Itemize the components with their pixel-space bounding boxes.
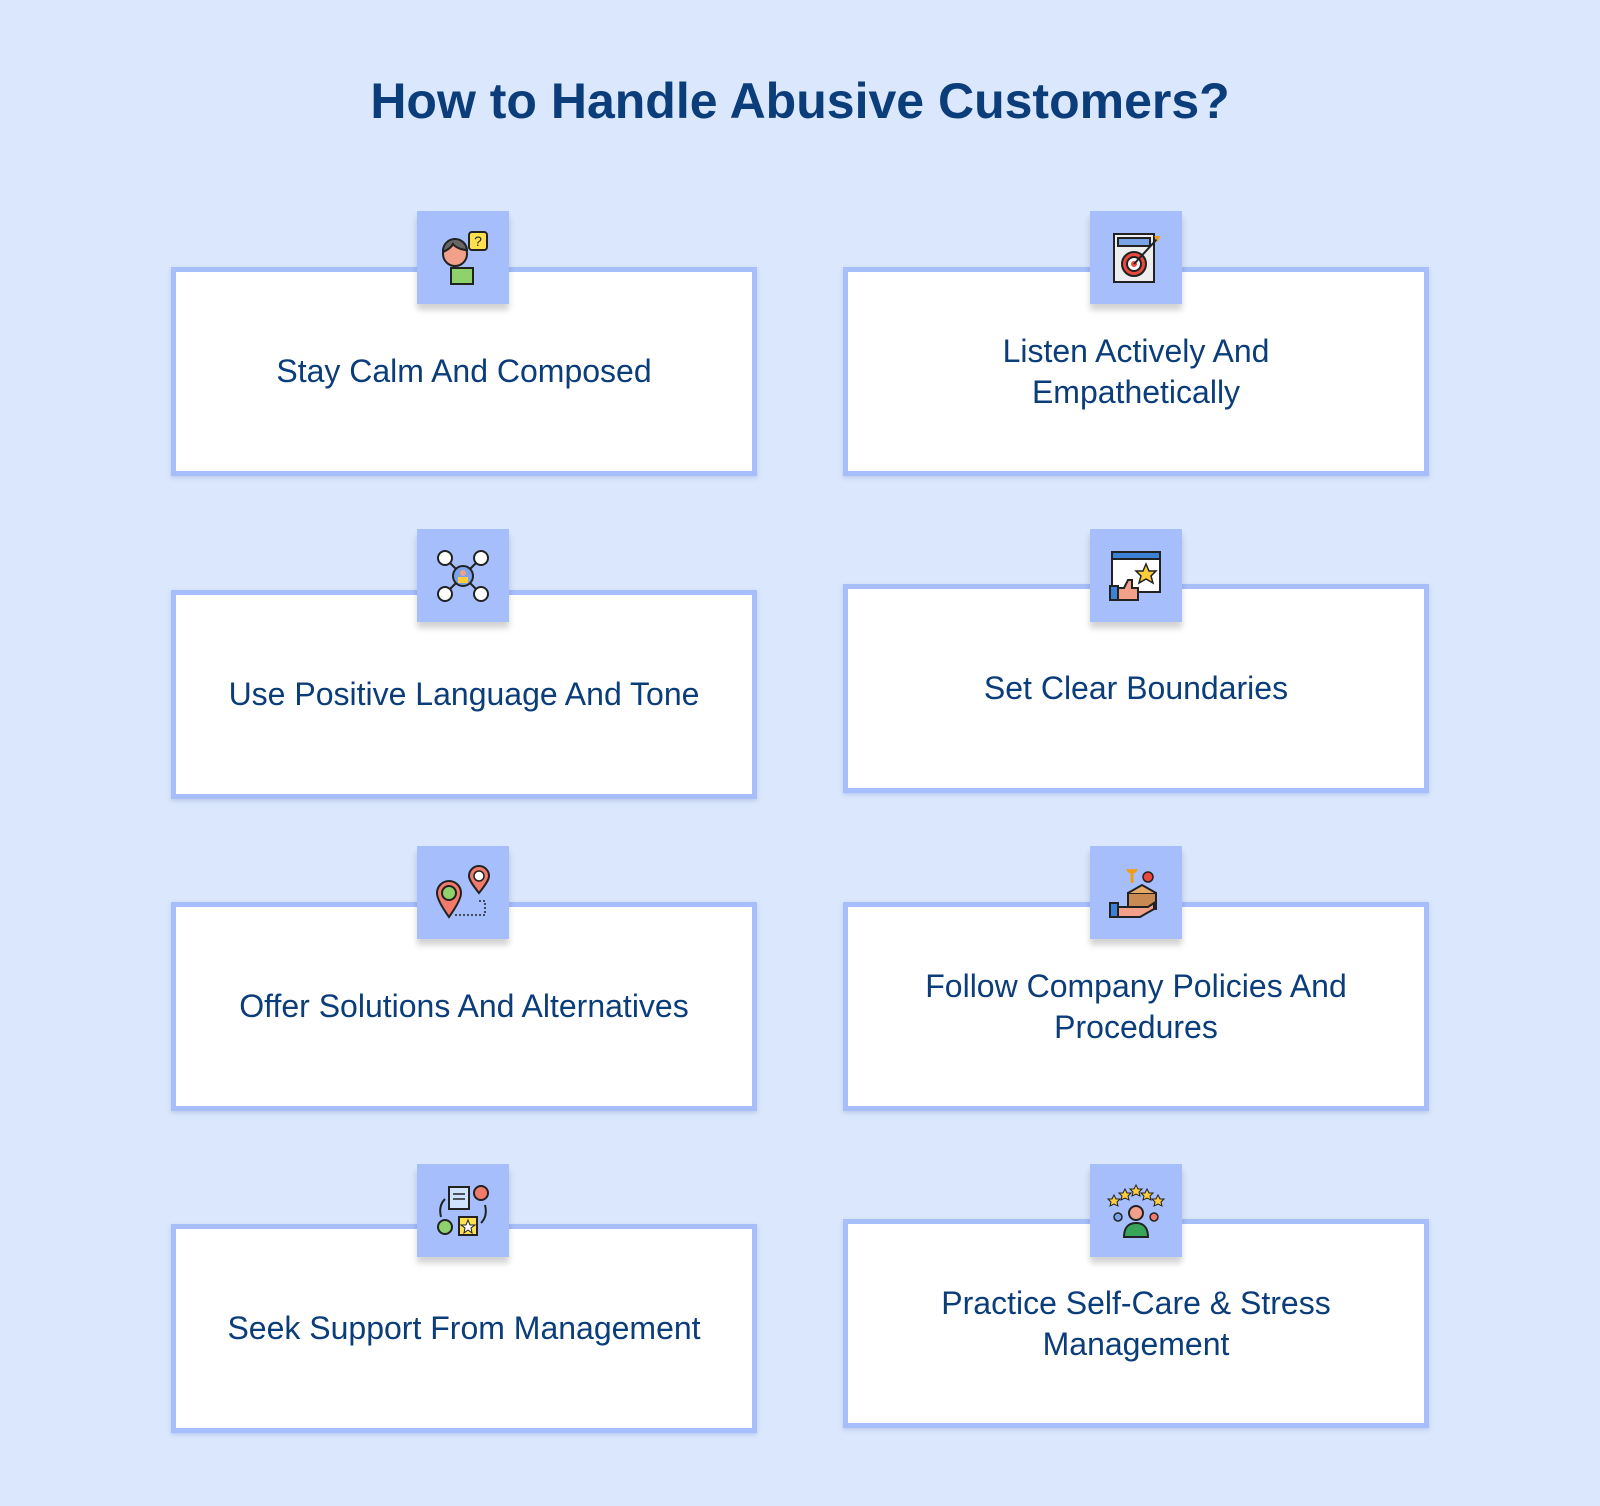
card-label: Use Positive Language And Tone [228, 676, 700, 712]
box-tools-icon [1090, 846, 1182, 939]
svg-text:?: ? [474, 233, 482, 249]
card-label: Set Clear Boundaries [983, 670, 1289, 706]
network-icon [417, 529, 509, 622]
card-label: Stay Calm And Composed [276, 353, 652, 389]
rated-person-icon [1090, 1164, 1182, 1257]
card-label: Seek Support From Management [227, 1310, 701, 1346]
location-route-icon [417, 846, 509, 939]
page-title: How to Handle Abusive Customers? [370, 73, 1230, 129]
card-label: Follow Company Policies And Procedures [925, 967, 1347, 1045]
review-thumbs-up-icon [1090, 529, 1182, 622]
card-label: Practice Self-Care & Stress Management [941, 1284, 1331, 1362]
card-seek-support: Seek Support From Management [171, 1224, 757, 1433]
thinking-person-icon: ? [417, 211, 509, 304]
card-label: Listen Actively And Empathetically [1002, 332, 1270, 410]
card-label: Offer Solutions And Alternatives [239, 988, 689, 1024]
target-icon [1090, 211, 1182, 304]
support-exchange-icon [417, 1164, 509, 1257]
